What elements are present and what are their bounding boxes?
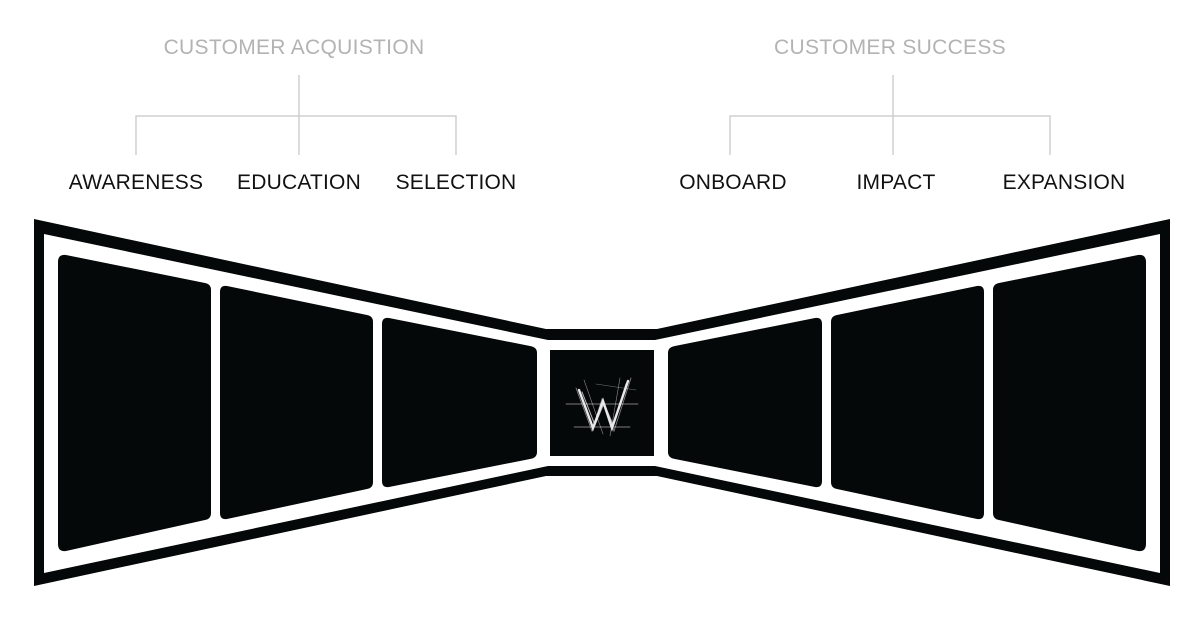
stage-label-impact: IMPACT <box>856 171 936 194</box>
stage-label-selection: SELECTION <box>395 171 517 194</box>
stage-label-education: EDUCATION <box>237 171 361 194</box>
stage-label-expansion: EXPANSION <box>1002 171 1126 194</box>
stage-label-awareness: AWARENESS <box>68 171 204 194</box>
group-title-acquisition: CUSTOMER ACQUISTION <box>163 36 425 59</box>
bracket-success <box>729 75 1051 155</box>
panel-impact <box>831 285 984 520</box>
panel-expansion <box>993 254 1146 552</box>
w-logo-icon <box>565 377 639 437</box>
group-title-success: CUSTOMER SUCCESS <box>774 36 1006 59</box>
bracket-acquisition <box>135 75 457 155</box>
stage-label-onboard: ONBOARD <box>679 171 787 194</box>
panel-selection <box>382 317 537 488</box>
panel-onboard <box>668 317 822 488</box>
panel-education <box>220 285 373 520</box>
panel-awareness <box>58 254 211 552</box>
